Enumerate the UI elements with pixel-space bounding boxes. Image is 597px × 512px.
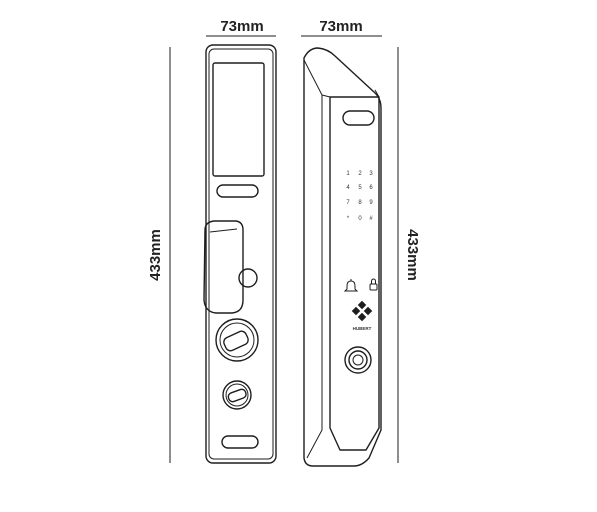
small-knob-outer (222, 380, 252, 410)
thumb-turn-inner (219, 322, 255, 358)
keypad-key[interactable]: # (369, 216, 373, 222)
front-height-label: 433mm (147, 229, 164, 281)
keypad: 1 2 3 4 5 6 7 8 9 * 0 # (346, 171, 373, 222)
perspective-side-edge (303, 59, 323, 459)
perspective-body-outline (303, 47, 382, 467)
camera-slot (342, 110, 375, 126)
handle-spindle (238, 268, 258, 288)
front-view (203, 44, 277, 464)
front-body-outline (205, 44, 277, 464)
diamond-logo-icon (351, 300, 373, 322)
front-body-inner-outline (208, 48, 274, 460)
keypad-key[interactable]: * (347, 216, 350, 222)
keypad-key[interactable]: 3 (369, 171, 373, 177)
bottom-slot (221, 435, 259, 449)
side-width-label: 73mm (319, 18, 362, 35)
display-screen (212, 62, 265, 177)
side-height-label: 433mm (404, 229, 421, 281)
keypad-key[interactable]: 6 (369, 185, 373, 191)
keypad-key[interactable]: 1 (346, 171, 350, 177)
small-knob-lever (227, 388, 247, 403)
thumb-turn-lever (223, 330, 249, 352)
brand-label: HUBERT (353, 326, 372, 331)
perspective-view: 1 2 3 4 5 6 7 8 9 * 0 # (303, 47, 382, 467)
keypad-key[interactable]: 9 (369, 200, 373, 206)
bell-icon[interactable] (343, 279, 359, 292)
door-handle-highlight (209, 228, 238, 233)
keypad-key[interactable]: 4 (346, 185, 350, 191)
thumb-turn-outer (215, 318, 259, 362)
top-slot (216, 184, 259, 198)
door-handle (203, 220, 244, 314)
perspective-front-panel (329, 96, 380, 451)
front-width-label: 73mm (220, 18, 263, 35)
padlock-icon[interactable] (369, 278, 378, 291)
keypad-key[interactable]: 5 (358, 185, 362, 191)
keypad-key[interactable]: 8 (358, 200, 362, 206)
small-knob-inner (225, 383, 249, 407)
keypad-key[interactable]: 0 (358, 216, 362, 222)
keypad-key[interactable]: 2 (358, 171, 362, 177)
perspective-top-bevel (321, 89, 380, 98)
keypad-key[interactable]: 7 (346, 200, 350, 206)
fingerprint-sensor-icon[interactable] (344, 346, 372, 374)
